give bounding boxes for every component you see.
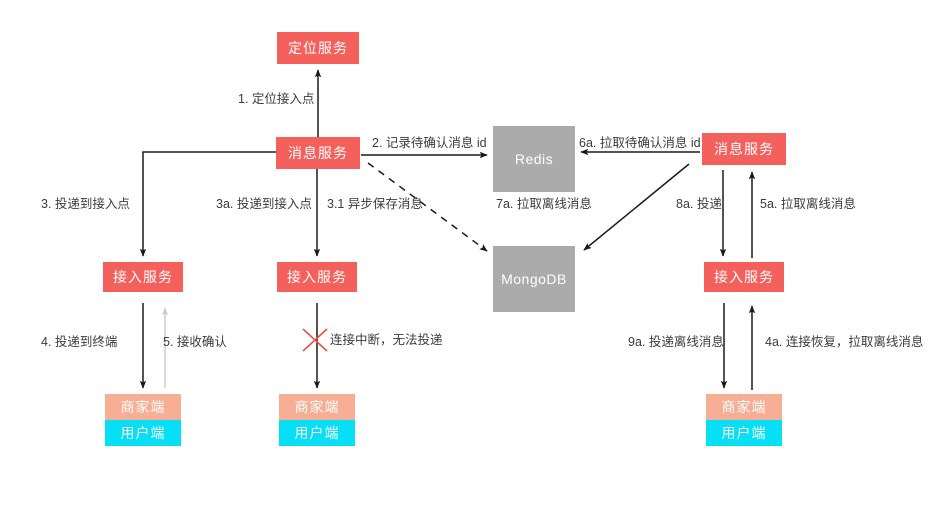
edge-label-step-2: 2. 记录待确认消息 id xyxy=(372,136,487,150)
edge-label-step-4a: 4a. 连接恢复，拉取离线消息 xyxy=(765,335,924,349)
node-redis[interactable]: Redis xyxy=(493,126,575,192)
node-access-service-1[interactable]: 接入服务 xyxy=(103,262,183,292)
node-access-service-3[interactable]: 接入服务 xyxy=(704,262,784,292)
edge-label-step-5: 5. 接收确认 xyxy=(163,335,227,349)
edge-label-step-3a: 3a. 投递到接入点 xyxy=(216,197,312,211)
edge-label-step-9a: 9a. 投递离线消息 xyxy=(628,335,724,349)
edge-label-step-8a: 8a. 投递 xyxy=(676,197,722,211)
edge-label-step-7a: 7a. 拉取离线消息 xyxy=(496,197,592,211)
edge-label-step-6a: 6a. 拉取待确认消息 id xyxy=(579,136,701,150)
node-merchant-client-2[interactable]: 商家端 xyxy=(279,394,355,420)
node-message-service-right[interactable]: 消息服务 xyxy=(702,133,786,165)
edge-step-7a xyxy=(583,163,690,251)
edge-label-step-1: 1. 定位接入点 xyxy=(238,92,315,106)
edge-label-step-3-1: 3.1 异步保存消息 xyxy=(327,197,423,211)
node-user-client-2[interactable]: 用户端 xyxy=(279,420,355,446)
node-merchant-client-1[interactable]: 商家端 xyxy=(105,394,181,420)
edge-label-connection-broken: 连接中断，无法投递 xyxy=(330,333,443,347)
node-message-service-left[interactable]: 消息服务 xyxy=(276,137,360,169)
node-user-client-1[interactable]: 用户端 xyxy=(105,420,181,446)
node-merchant-client-3[interactable]: 商家端 xyxy=(706,394,782,420)
connection-broken-x-icon xyxy=(302,328,328,352)
edge-label-step-4: 4. 投递到终端 xyxy=(41,335,118,349)
node-user-client-3[interactable]: 用户端 xyxy=(706,420,782,446)
node-access-service-2[interactable]: 接入服务 xyxy=(277,262,357,292)
edge-label-step-3: 3. 投递到接入点 xyxy=(41,197,130,211)
node-mongodb[interactable]: MongoDB xyxy=(493,246,575,312)
node-locate-service[interactable]: 定位服务 xyxy=(277,32,359,64)
edge-label-step-5a: 5a. 拉取离线消息 xyxy=(760,197,856,211)
